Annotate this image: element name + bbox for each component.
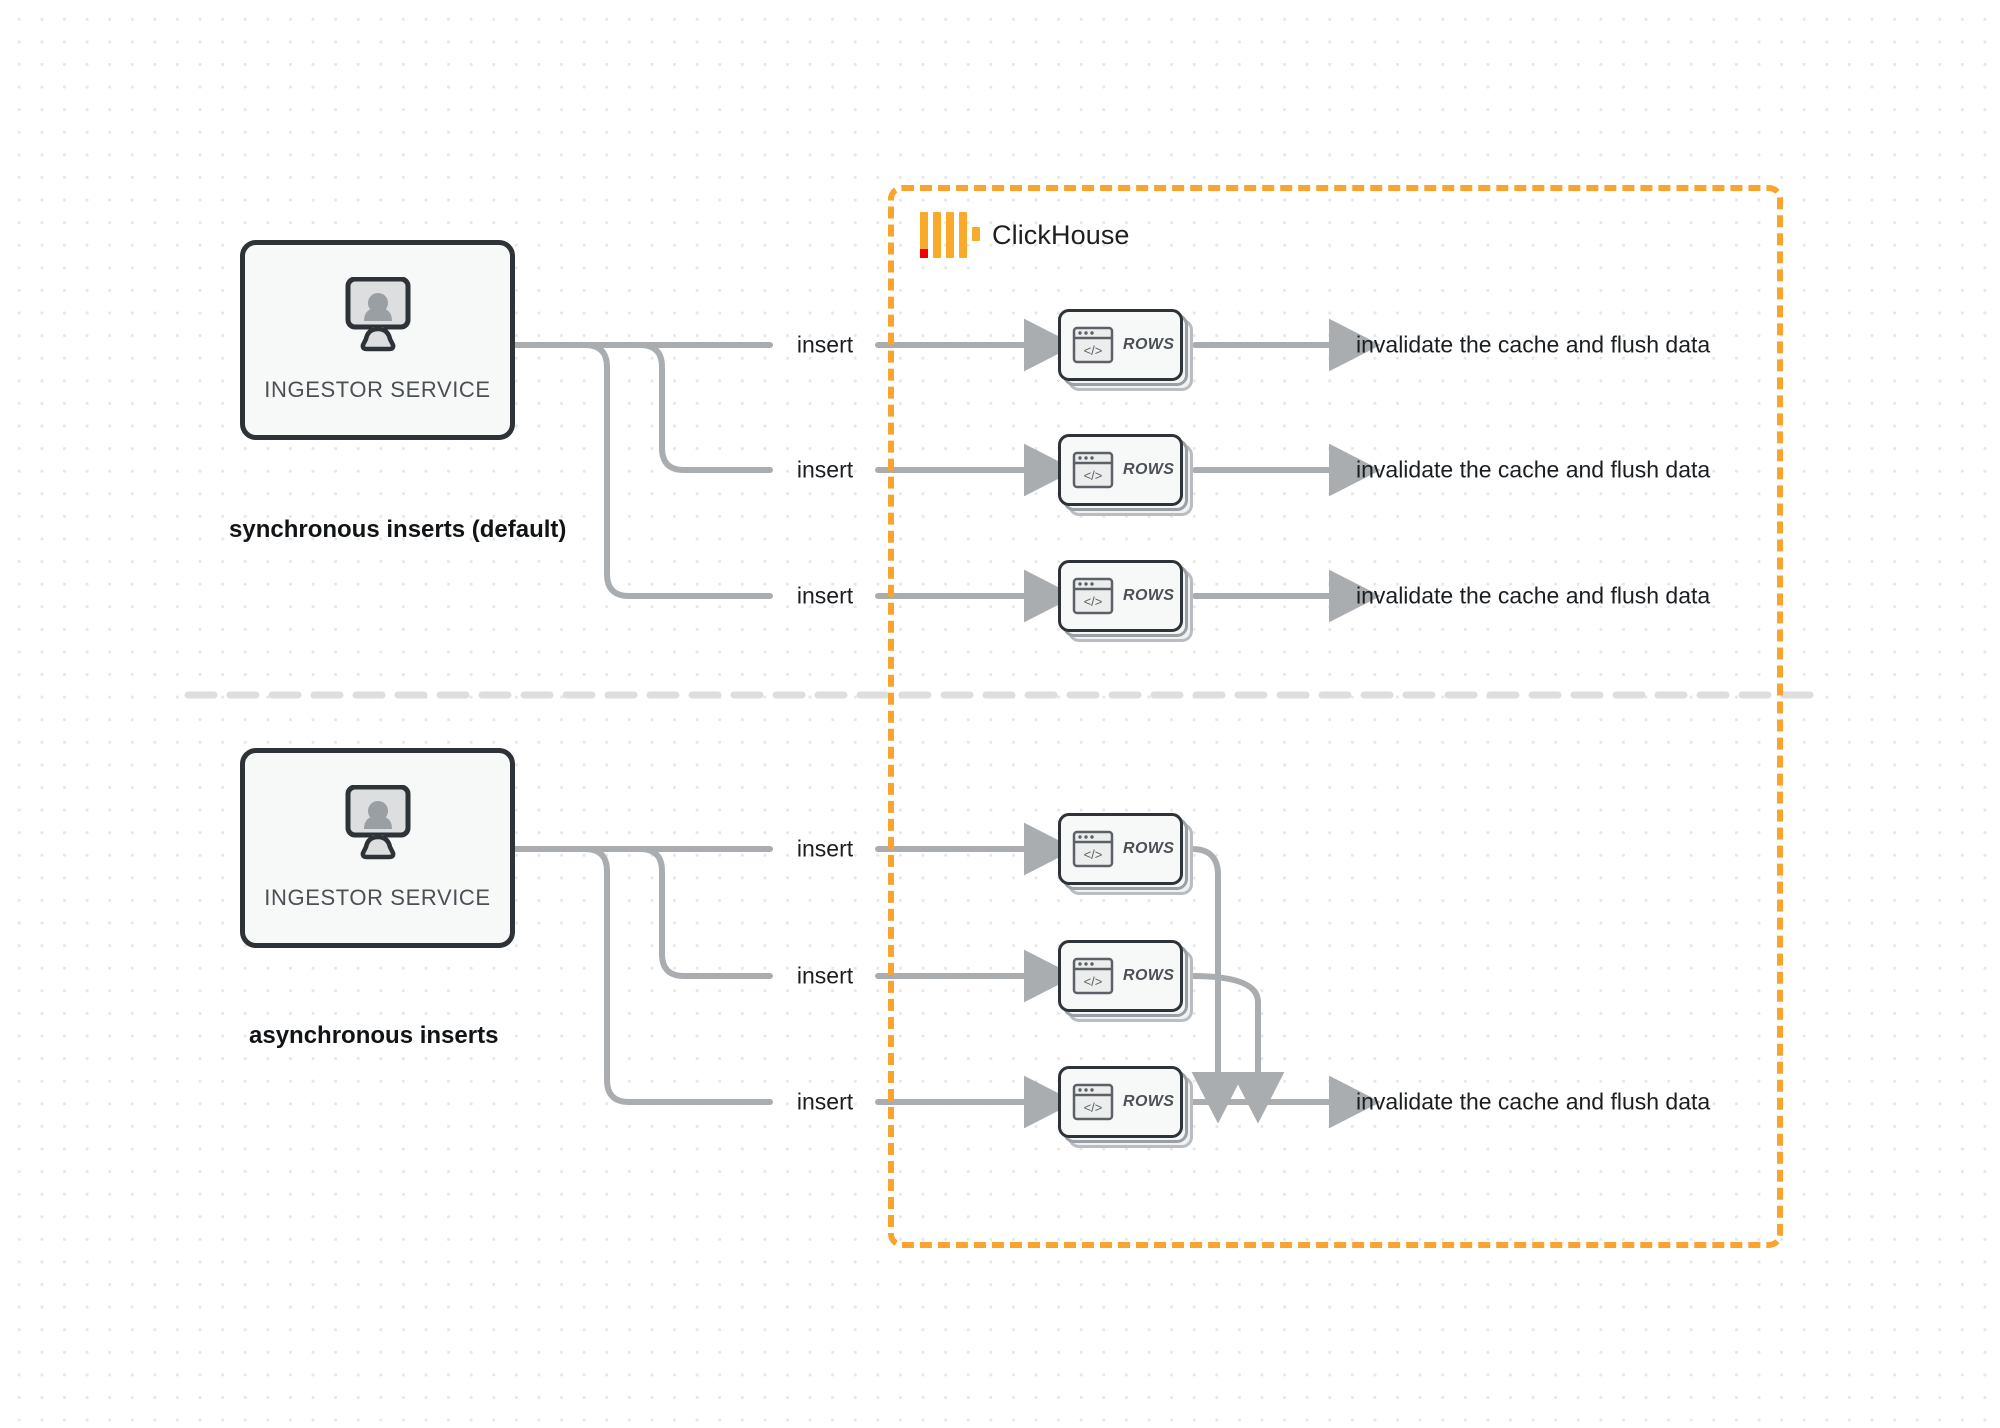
rows-card-front: </> ROWS — [1058, 434, 1183, 506]
logo-bar-1 — [920, 212, 928, 258]
ingestor-service-label-sync: INGESTOR SERVICE — [264, 377, 491, 402]
insert-label-sync-2: insert — [796, 456, 854, 483]
logo-bar-2 — [933, 212, 941, 258]
logo-bar-3 — [946, 212, 954, 258]
rows-label: ROWS — [1123, 336, 1175, 353]
rows-label: ROWS — [1123, 967, 1175, 984]
rows-card-front: </> ROWS — [1058, 560, 1183, 632]
wire-sync-branch-2 — [637, 342, 773, 473]
caption-synchronous: synchronous inserts (default) — [229, 516, 567, 543]
svg-text:</>: </> — [1084, 1100, 1103, 1115]
rows-card-front: </> ROWS — [1058, 940, 1183, 1012]
code-window-icon: </> — [1072, 451, 1114, 489]
svg-text:</>: </> — [1084, 343, 1103, 358]
logo-side-dot — [972, 227, 980, 241]
wire-sync-branch-3 — [582, 342, 773, 599]
insert-label-sync-3: insert — [796, 582, 854, 609]
rows-label: ROWS — [1123, 840, 1175, 857]
result-label-sync-3: invalidate the cache and flush data — [1356, 582, 1711, 609]
code-window-icon: </> — [1072, 1083, 1114, 1121]
rows-label: ROWS — [1123, 1093, 1175, 1110]
result-label-sync-1: invalidate the cache and flush data — [1356, 331, 1711, 358]
logo-red-accent — [920, 249, 928, 258]
ingestor-service-label-async: INGESTOR SERVICE — [264, 885, 491, 910]
rows-card-front: </> ROWS — [1058, 1066, 1183, 1138]
result-label-sync-2: invalidate the cache and flush data — [1356, 456, 1711, 483]
rows-label: ROWS — [1123, 587, 1175, 604]
svg-text:</>: </> — [1084, 847, 1103, 862]
insert-label-sync-1: insert — [796, 331, 854, 358]
rows-card-sync-1[interactable]: </> ROWS — [1058, 309, 1193, 391]
clickhouse-boundary — [888, 185, 1783, 1248]
rows-card-async-1[interactable]: </> ROWS — [1058, 813, 1193, 895]
result-label-async-merged: invalidate the cache and flush data — [1356, 1088, 1711, 1115]
code-window-icon: </> — [1072, 577, 1114, 615]
clickhouse-logo-row: ClickHouse — [920, 212, 1130, 258]
rows-label: ROWS — [1123, 461, 1175, 478]
svg-text:</>: </> — [1084, 594, 1103, 609]
ingestor-service-async[interactable]: INGESTOR SERVICE — [240, 748, 515, 948]
insert-label-async-1: insert — [796, 835, 854, 862]
insert-label-async-3: insert — [796, 1088, 854, 1115]
wire-async-branch-3 — [582, 846, 773, 1105]
code-window-icon: </> — [1072, 830, 1114, 868]
insert-label-async-2: insert — [796, 962, 854, 989]
caption-asynchronous: asynchronous inserts — [249, 1022, 499, 1049]
logo-bar-4 — [959, 212, 967, 258]
code-window-icon: </> — [1072, 326, 1114, 364]
rows-card-async-2[interactable]: </> ROWS — [1058, 940, 1193, 1022]
clickhouse-logo — [920, 212, 980, 258]
rows-card-async-3[interactable]: </> ROWS — [1058, 1066, 1193, 1148]
code-window-icon: </> — [1072, 957, 1114, 995]
svg-text:</>: </> — [1084, 468, 1103, 483]
monitor-user-icon — [328, 276, 428, 369]
svg-text:</>: </> — [1084, 974, 1103, 989]
rows-card-sync-2[interactable]: </> ROWS — [1058, 434, 1193, 516]
rows-card-sync-3[interactable]: </> ROWS — [1058, 560, 1193, 642]
rows-card-front: </> ROWS — [1058, 813, 1183, 885]
clickhouse-label: ClickHouse — [992, 219, 1130, 250]
rows-card-front: </> ROWS — [1058, 309, 1183, 381]
monitor-user-icon — [328, 784, 428, 877]
wire-async-branch-2 — [637, 846, 773, 979]
ingestor-service-sync[interactable]: INGESTOR SERVICE — [240, 240, 515, 440]
